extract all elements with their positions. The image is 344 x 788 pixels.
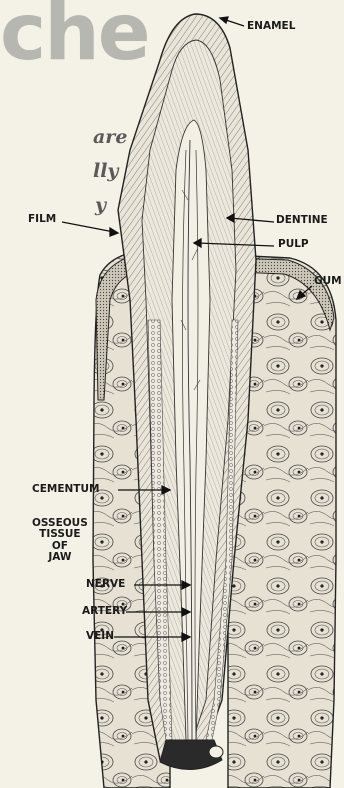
label-film: FILM — [28, 214, 56, 225]
label-pulp: PULP — [278, 239, 309, 250]
label-nerve: NERVE — [86, 579, 125, 590]
label-cementum: CEMENTUM — [32, 484, 99, 495]
label-enamel: ENAMEL — [247, 21, 295, 32]
label-vein: VEIN — [86, 631, 114, 642]
label-osseous-tissue: OSSEOUS TISSUE OF JAW — [32, 518, 88, 563]
label-gum: GUM — [314, 276, 342, 287]
label-artery: ARTERY — [82, 606, 127, 617]
label-dentine: DENTINE — [276, 215, 328, 226]
